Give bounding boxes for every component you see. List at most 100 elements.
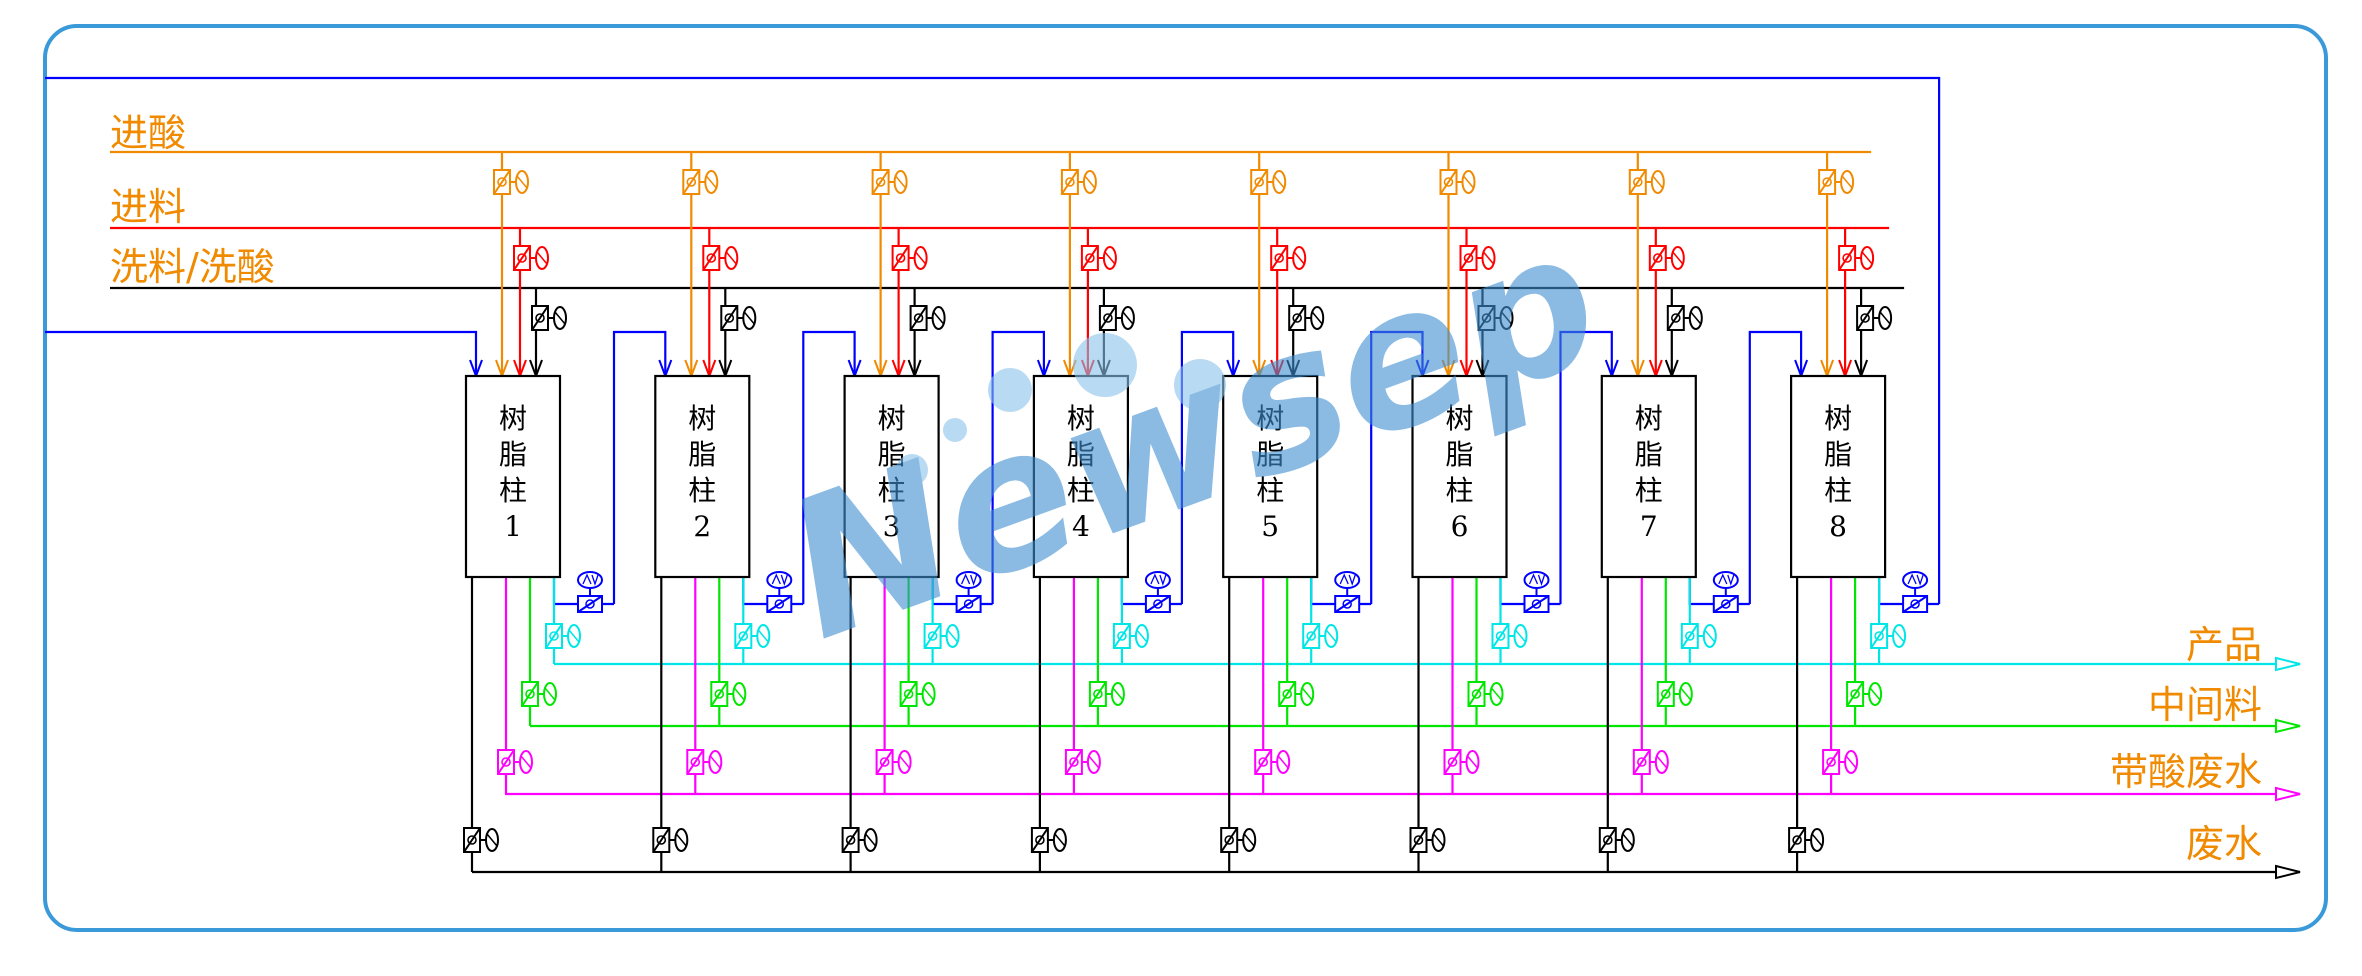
- valve-stem: [841, 827, 860, 853]
- valve-icon: [1409, 827, 1446, 853]
- valve-actuator-mark: [743, 311, 755, 325]
- valve-stem: [899, 681, 918, 707]
- valve-icon: [463, 827, 499, 853]
- valve-icon: [1628, 169, 1665, 195]
- column-label-char: 树: [1635, 402, 1663, 435]
- watermark-dot: [1174, 359, 1226, 411]
- valve-stem: [493, 169, 511, 195]
- control-valve-disc: [1342, 599, 1352, 609]
- column-number: 4: [1072, 510, 1090, 543]
- valve-disc: [1447, 757, 1458, 767]
- valve-icon: [1822, 749, 1859, 775]
- recycle-link-line: [612, 330, 667, 604]
- valve-disc: [1274, 253, 1284, 263]
- control-valve-disc: [585, 599, 595, 609]
- column-number: 6: [1451, 510, 1469, 543]
- valve-stem: [1467, 681, 1486, 707]
- valve-disc: [1117, 631, 1127, 641]
- column-number: 2: [693, 510, 711, 543]
- control-valve-stem: [1713, 595, 1739, 613]
- valve-disc: [1671, 313, 1681, 323]
- valve-stem: [1666, 305, 1685, 331]
- valve-stem: [513, 245, 531, 271]
- flow-arrow-icon: [2275, 864, 2301, 880]
- valves-layer: [463, 169, 1929, 853]
- valve-actuator-mark: [1656, 755, 1668, 769]
- valve-disc: [1443, 177, 1454, 187]
- valve-stem: [1061, 169, 1079, 195]
- valve-actuator-mark: [1112, 687, 1124, 701]
- valve-disc: [875, 177, 886, 187]
- control-valve-label-mark: [582, 573, 599, 587]
- wash-inlet-label: 洗料/洗酸: [110, 245, 275, 289]
- control-valve-stem: [766, 595, 792, 613]
- control-valve-icon: [1144, 571, 1171, 613]
- valve-actuator-mark: [1243, 833, 1255, 847]
- control-valve-stem: [956, 595, 982, 613]
- valve-icon: [1656, 681, 1693, 707]
- valve-disc: [1224, 835, 1234, 845]
- valve-icon: [875, 749, 912, 775]
- valve-icon: [531, 305, 567, 331]
- watermark-dot: [1073, 333, 1137, 397]
- valve-icon: [1220, 827, 1257, 853]
- valve-icon: [652, 827, 689, 853]
- resin-column: [1789, 374, 1887, 579]
- valve-icon: [702, 245, 739, 271]
- watermark-dot: [896, 454, 928, 486]
- valve-disc: [879, 757, 890, 767]
- valve-icon: [1666, 305, 1703, 331]
- valve-stem: [1113, 623, 1131, 649]
- control-valve-icon: [1902, 571, 1929, 613]
- recycle-link-line: [1559, 330, 1613, 604]
- valve-actuator-mark: [1704, 629, 1716, 643]
- valve-icon: [1250, 169, 1287, 195]
- valve-disc: [1637, 757, 1647, 767]
- column-label-char: 树: [1067, 402, 1095, 435]
- control-valve-icon: [1523, 571, 1550, 613]
- valve-disc: [903, 689, 914, 699]
- column-number: 3: [883, 510, 901, 543]
- control-valve-label-mark: [1528, 573, 1546, 587]
- valve-disc: [738, 631, 749, 641]
- valve-actuator-mark: [1466, 755, 1479, 769]
- valve-stem: [1491, 623, 1510, 649]
- valve-actuator-mark: [1277, 755, 1289, 769]
- valve-actuator-mark: [1136, 629, 1148, 643]
- valve-stem: [1680, 623, 1699, 649]
- valve-stem: [1628, 169, 1647, 195]
- valve-icon: [513, 245, 549, 271]
- column-label-char: 脂: [1256, 438, 1284, 471]
- control-valve-stem: [1145, 595, 1171, 613]
- column-label-char: 脂: [499, 438, 527, 471]
- valve-icon: [682, 169, 719, 195]
- valve-actuator-mark: [1652, 175, 1664, 189]
- valve-disc: [724, 313, 735, 323]
- valve-stem: [1288, 305, 1307, 331]
- acid-inlet-label: 进酸: [110, 111, 186, 155]
- valve-stem: [521, 681, 539, 707]
- valve-icon: [923, 623, 960, 649]
- control-valve-icon: [766, 571, 793, 613]
- valve-actuator-mark: [1054, 833, 1066, 847]
- valve-stem: [1838, 245, 1856, 271]
- recycle-link-line: [1370, 330, 1424, 604]
- valve-icon: [1098, 305, 1135, 331]
- control-valve-stem: [1523, 595, 1550, 613]
- valve-disc: [1653, 253, 1663, 263]
- watermark-dot: [988, 368, 1032, 412]
- valve-disc: [706, 253, 717, 263]
- valve-actuator-mark: [1325, 629, 1337, 643]
- valve-disc: [467, 835, 477, 845]
- control-valve-label-mark: [771, 573, 788, 587]
- valve-actuator-mark: [1622, 833, 1634, 847]
- valve-disc: [517, 253, 527, 263]
- valve-icon: [1477, 305, 1514, 331]
- column-label-char: 柱: [688, 474, 716, 507]
- valve-icon: [1060, 169, 1097, 195]
- control-valve-label-mark: [1339, 573, 1356, 587]
- product-outlet-label: 产品: [2186, 623, 2262, 667]
- valve-actuator-mark: [1500, 311, 1513, 325]
- valve-actuator-mark: [1462, 175, 1475, 189]
